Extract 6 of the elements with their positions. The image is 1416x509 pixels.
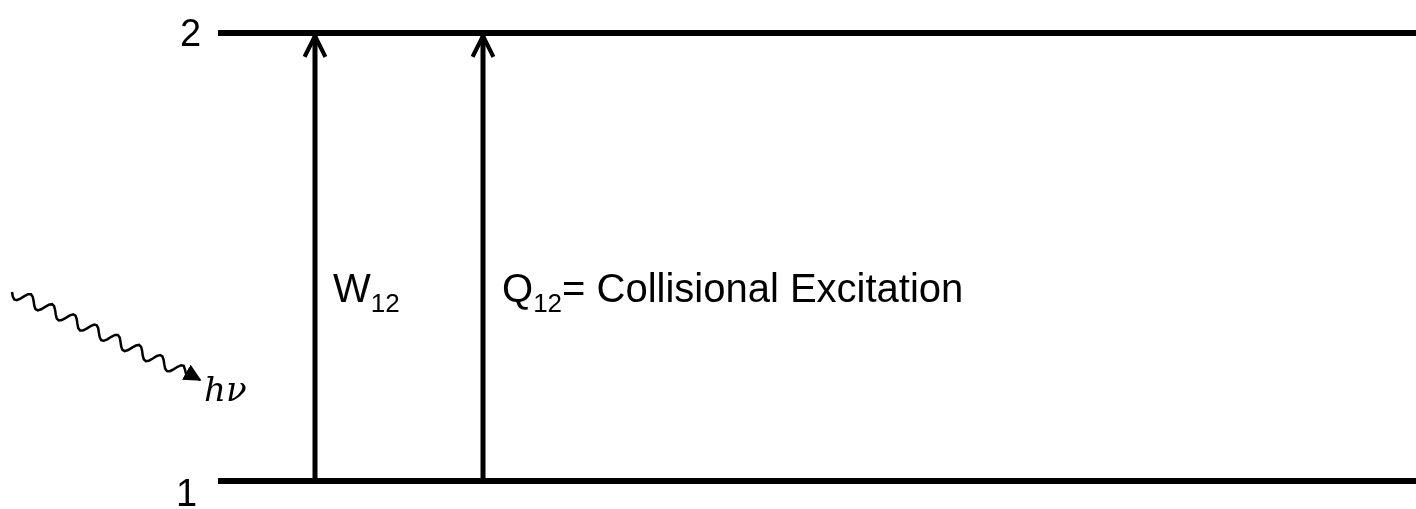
level-number: 1 [176,474,198,509]
wavy-photon-arrow [10,291,202,382]
arrow [302,33,328,478]
arrow [470,33,496,478]
level-number: 2 [180,14,202,52]
photon-energy-label: hν [204,372,247,406]
